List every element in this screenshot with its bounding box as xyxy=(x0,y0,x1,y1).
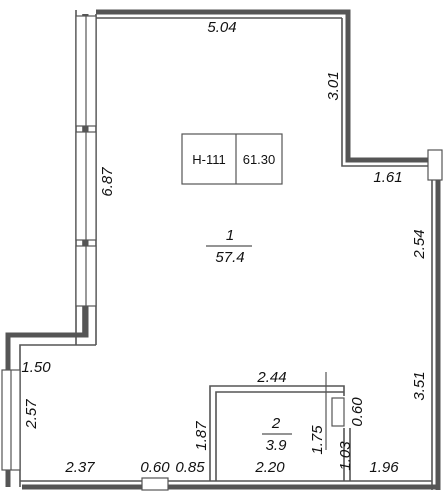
dim-bottom-mid: 0.85 xyxy=(175,459,205,476)
dim-bottom-left: 2.37 xyxy=(64,459,95,476)
dim-bath-right-door: 0.60 xyxy=(349,397,366,427)
dim-top: 5.04 xyxy=(207,19,236,36)
dim-left-wall: 6.87 xyxy=(99,167,116,197)
dim-right-upper: 3.01 xyxy=(325,71,342,100)
room-2-area: 3.9 xyxy=(266,437,288,454)
apartment-tag: Н-111 61.30 xyxy=(181,133,283,185)
column xyxy=(427,149,443,181)
entrance-door xyxy=(141,477,169,491)
dim-bottom-right: 1.96 xyxy=(369,459,399,476)
dim-left-low: 2.57 xyxy=(23,399,40,430)
room-2-label: 2 xyxy=(271,415,281,432)
dim-right-lower: 3.51 xyxy=(411,371,428,400)
dim-bath-top: 2.44 xyxy=(256,369,286,386)
outer-wall xyxy=(96,9,428,163)
dim-left-step: 1.50 xyxy=(21,359,51,376)
dim-step: 1.61 xyxy=(373,169,402,186)
dim-right-mid: 2.54 xyxy=(411,229,428,259)
room-1-label: 1 xyxy=(226,227,234,244)
room-1-area: 57.4 xyxy=(215,249,244,266)
bathroom-door xyxy=(331,397,345,427)
apartment-area: 61.30 xyxy=(243,152,276,167)
apartment-number: Н-111 xyxy=(192,152,225,167)
dim-bath-inner: 1.75 xyxy=(309,425,326,455)
dim-bath-left: 1.87 xyxy=(193,421,210,451)
dim-bath-right-small: 1.03 xyxy=(337,441,354,471)
dim-bottom-gap: 0.60 xyxy=(140,459,170,476)
bathroom-wall xyxy=(215,391,344,481)
dim-bath-bottom: 2.20 xyxy=(254,459,285,476)
bathroom-wall xyxy=(209,385,345,481)
right-wall-inner xyxy=(341,18,428,167)
